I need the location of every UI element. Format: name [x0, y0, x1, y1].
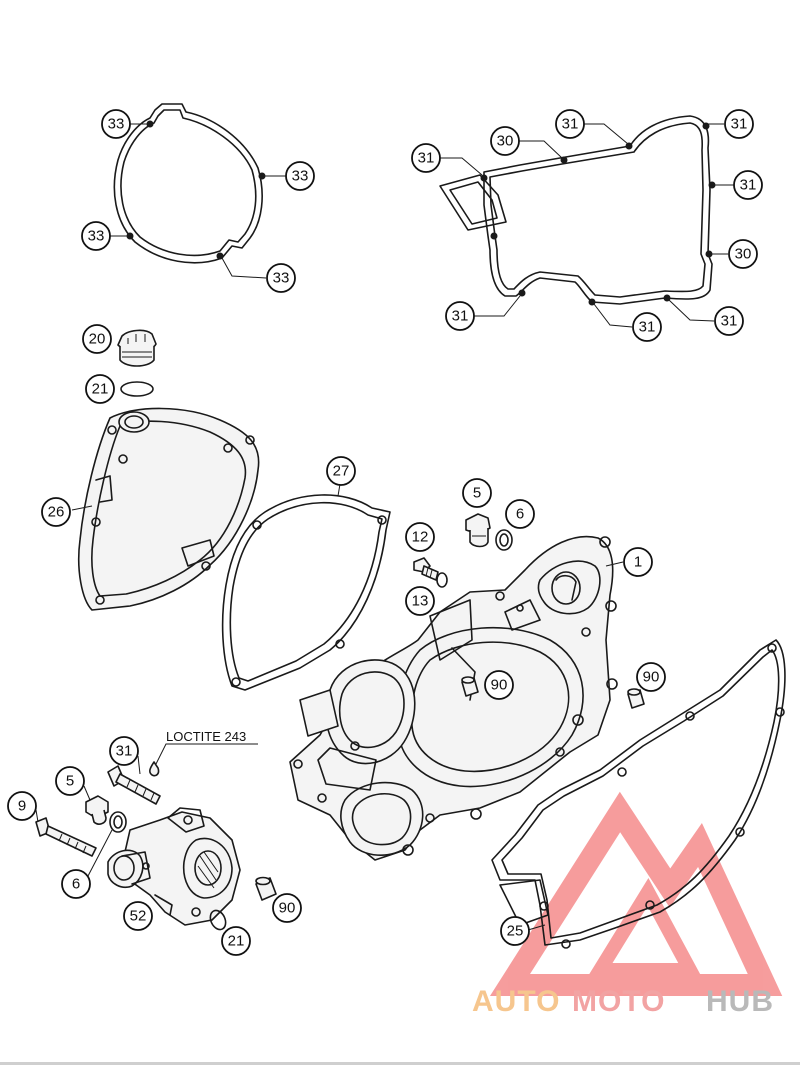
callout-label: 33 — [108, 116, 125, 133]
callout-90-right: 90 — [636, 662, 666, 692]
callout-label: 20 — [89, 331, 106, 348]
bottom-divider — [0, 1062, 800, 1065]
callout-31-d: 31 — [733, 170, 763, 200]
bolt-part-9 — [35, 817, 97, 857]
callout-31-e: 31 — [445, 301, 475, 331]
dowel-sleeve-part-90-right — [627, 688, 645, 709]
leader-6-lower — [87, 829, 113, 877]
callout-31-f: 31 — [632, 312, 662, 342]
ignition-gasket-part-25 — [491, 639, 786, 949]
watermark-hub: HUB — [706, 985, 774, 1018]
callout-label: 27 — [333, 463, 350, 480]
callout-label: 1 — [634, 554, 642, 571]
callout-label: 90 — [491, 677, 508, 694]
oil-plug-part-20 — [117, 329, 157, 367]
bolt-part-31-lower — [107, 765, 161, 805]
callout-31-a: 31 — [411, 143, 441, 173]
callout-label: 31 — [740, 177, 757, 194]
callout-31-b: 31 — [555, 109, 585, 139]
leader-31-lower — [137, 755, 141, 775]
callout-20: 20 — [82, 324, 112, 354]
callout-33-c: 33 — [81, 221, 111, 251]
callout-label: 6 — [72, 876, 80, 893]
o-ring-part-21-lower — [209, 909, 227, 931]
callout-25: 25 — [500, 916, 530, 946]
callout-label: 31 — [731, 116, 748, 133]
watermark-moto: MOTO — [572, 985, 665, 1018]
callout-label: 30 — [735, 246, 752, 263]
callout-12: 12 — [405, 522, 435, 552]
watermark-logo — [489, 791, 783, 996]
drain-plug-part-5-upper — [465, 513, 491, 548]
loctite-note: LOCTITE 243 — [166, 729, 246, 744]
callout-label: 6 — [516, 506, 524, 523]
callout-9: 9 — [7, 791, 37, 821]
callout-30-a: 30 — [490, 126, 520, 156]
callout-27: 27 — [326, 456, 356, 486]
clutch-gasket-part-27 — [221, 483, 391, 691]
seal-part-13 — [436, 572, 448, 588]
callout-5-upper: 5 — [462, 478, 492, 508]
callout-52: 52 — [123, 901, 153, 931]
callout-label: 9 — [18, 798, 26, 815]
callout-5-lower: 5 — [55, 766, 85, 796]
water-pump-cover-part-52 — [107, 807, 241, 926]
callout-label: 33 — [292, 168, 309, 185]
gasket-part-30-31 — [439, 115, 734, 328]
callout-label: 5 — [66, 773, 74, 790]
callout-21-upper: 21 — [85, 374, 115, 404]
callout-label: 31 — [116, 743, 133, 760]
callout-6-upper: 6 — [505, 499, 535, 529]
o-ring-part-21-upper — [120, 381, 154, 397]
callout-label: 90 — [279, 900, 296, 917]
loctite-drop-icon — [149, 743, 258, 777]
leader-9 — [35, 809, 39, 823]
callout-label: 31 — [452, 308, 469, 325]
callout-label: 33 — [273, 270, 290, 287]
crankcase-housing-part-1 — [289, 535, 624, 861]
callout-label: 25 — [507, 923, 524, 940]
plug-part-5-lower — [85, 795, 109, 825]
callout-21-lower: 21 — [221, 926, 251, 956]
dowel-sleeve-part-90-center — [461, 676, 479, 697]
callout-label: 5 — [473, 485, 481, 502]
callout-label: 12 — [412, 529, 429, 546]
callout-30-b: 30 — [728, 239, 758, 269]
callout-label: 31 — [418, 150, 435, 167]
callout-label: 21 — [228, 933, 245, 950]
watermark-wordmark: AUTO MOTO HUB — [472, 985, 774, 1018]
callout-33-a: 33 — [101, 109, 131, 139]
callout-26: 26 — [41, 497, 71, 527]
screw-part-12 — [413, 557, 439, 581]
leader-5-lower — [83, 785, 91, 801]
gasket-part-33 — [110, 103, 286, 279]
callout-33-d: 33 — [266, 263, 296, 293]
callout-label: 31 — [721, 313, 738, 330]
callout-13: 13 — [405, 586, 435, 616]
callout-label: 90 — [643, 669, 660, 686]
callout-label: 30 — [497, 133, 514, 150]
callout-label: 33 — [88, 228, 105, 245]
watermark-auto: AUTO — [472, 985, 560, 1018]
callout-33-b: 33 — [285, 161, 315, 191]
callout-label: 52 — [130, 908, 147, 925]
callout-label: 13 — [412, 593, 429, 610]
callout-label: 31 — [639, 319, 656, 336]
clutch-cover-part-26 — [71, 407, 260, 611]
callout-90-lower: 90 — [272, 893, 302, 923]
callout-label: 26 — [48, 504, 65, 521]
callout-label: 21 — [92, 381, 109, 398]
washer-part-6-upper — [495, 529, 513, 551]
callout-31-g: 31 — [714, 306, 744, 336]
dowel-sleeve-part-90-lower — [255, 876, 277, 901]
callout-31-c: 31 — [724, 109, 754, 139]
callout-label: 31 — [562, 116, 579, 133]
callout-31-lower: 31 — [109, 736, 139, 766]
washer-part-6-lower — [109, 811, 127, 833]
callout-1: 1 — [623, 547, 653, 577]
callout-90-center: 90 — [484, 670, 514, 700]
callout-6-lower: 6 — [61, 869, 91, 899]
